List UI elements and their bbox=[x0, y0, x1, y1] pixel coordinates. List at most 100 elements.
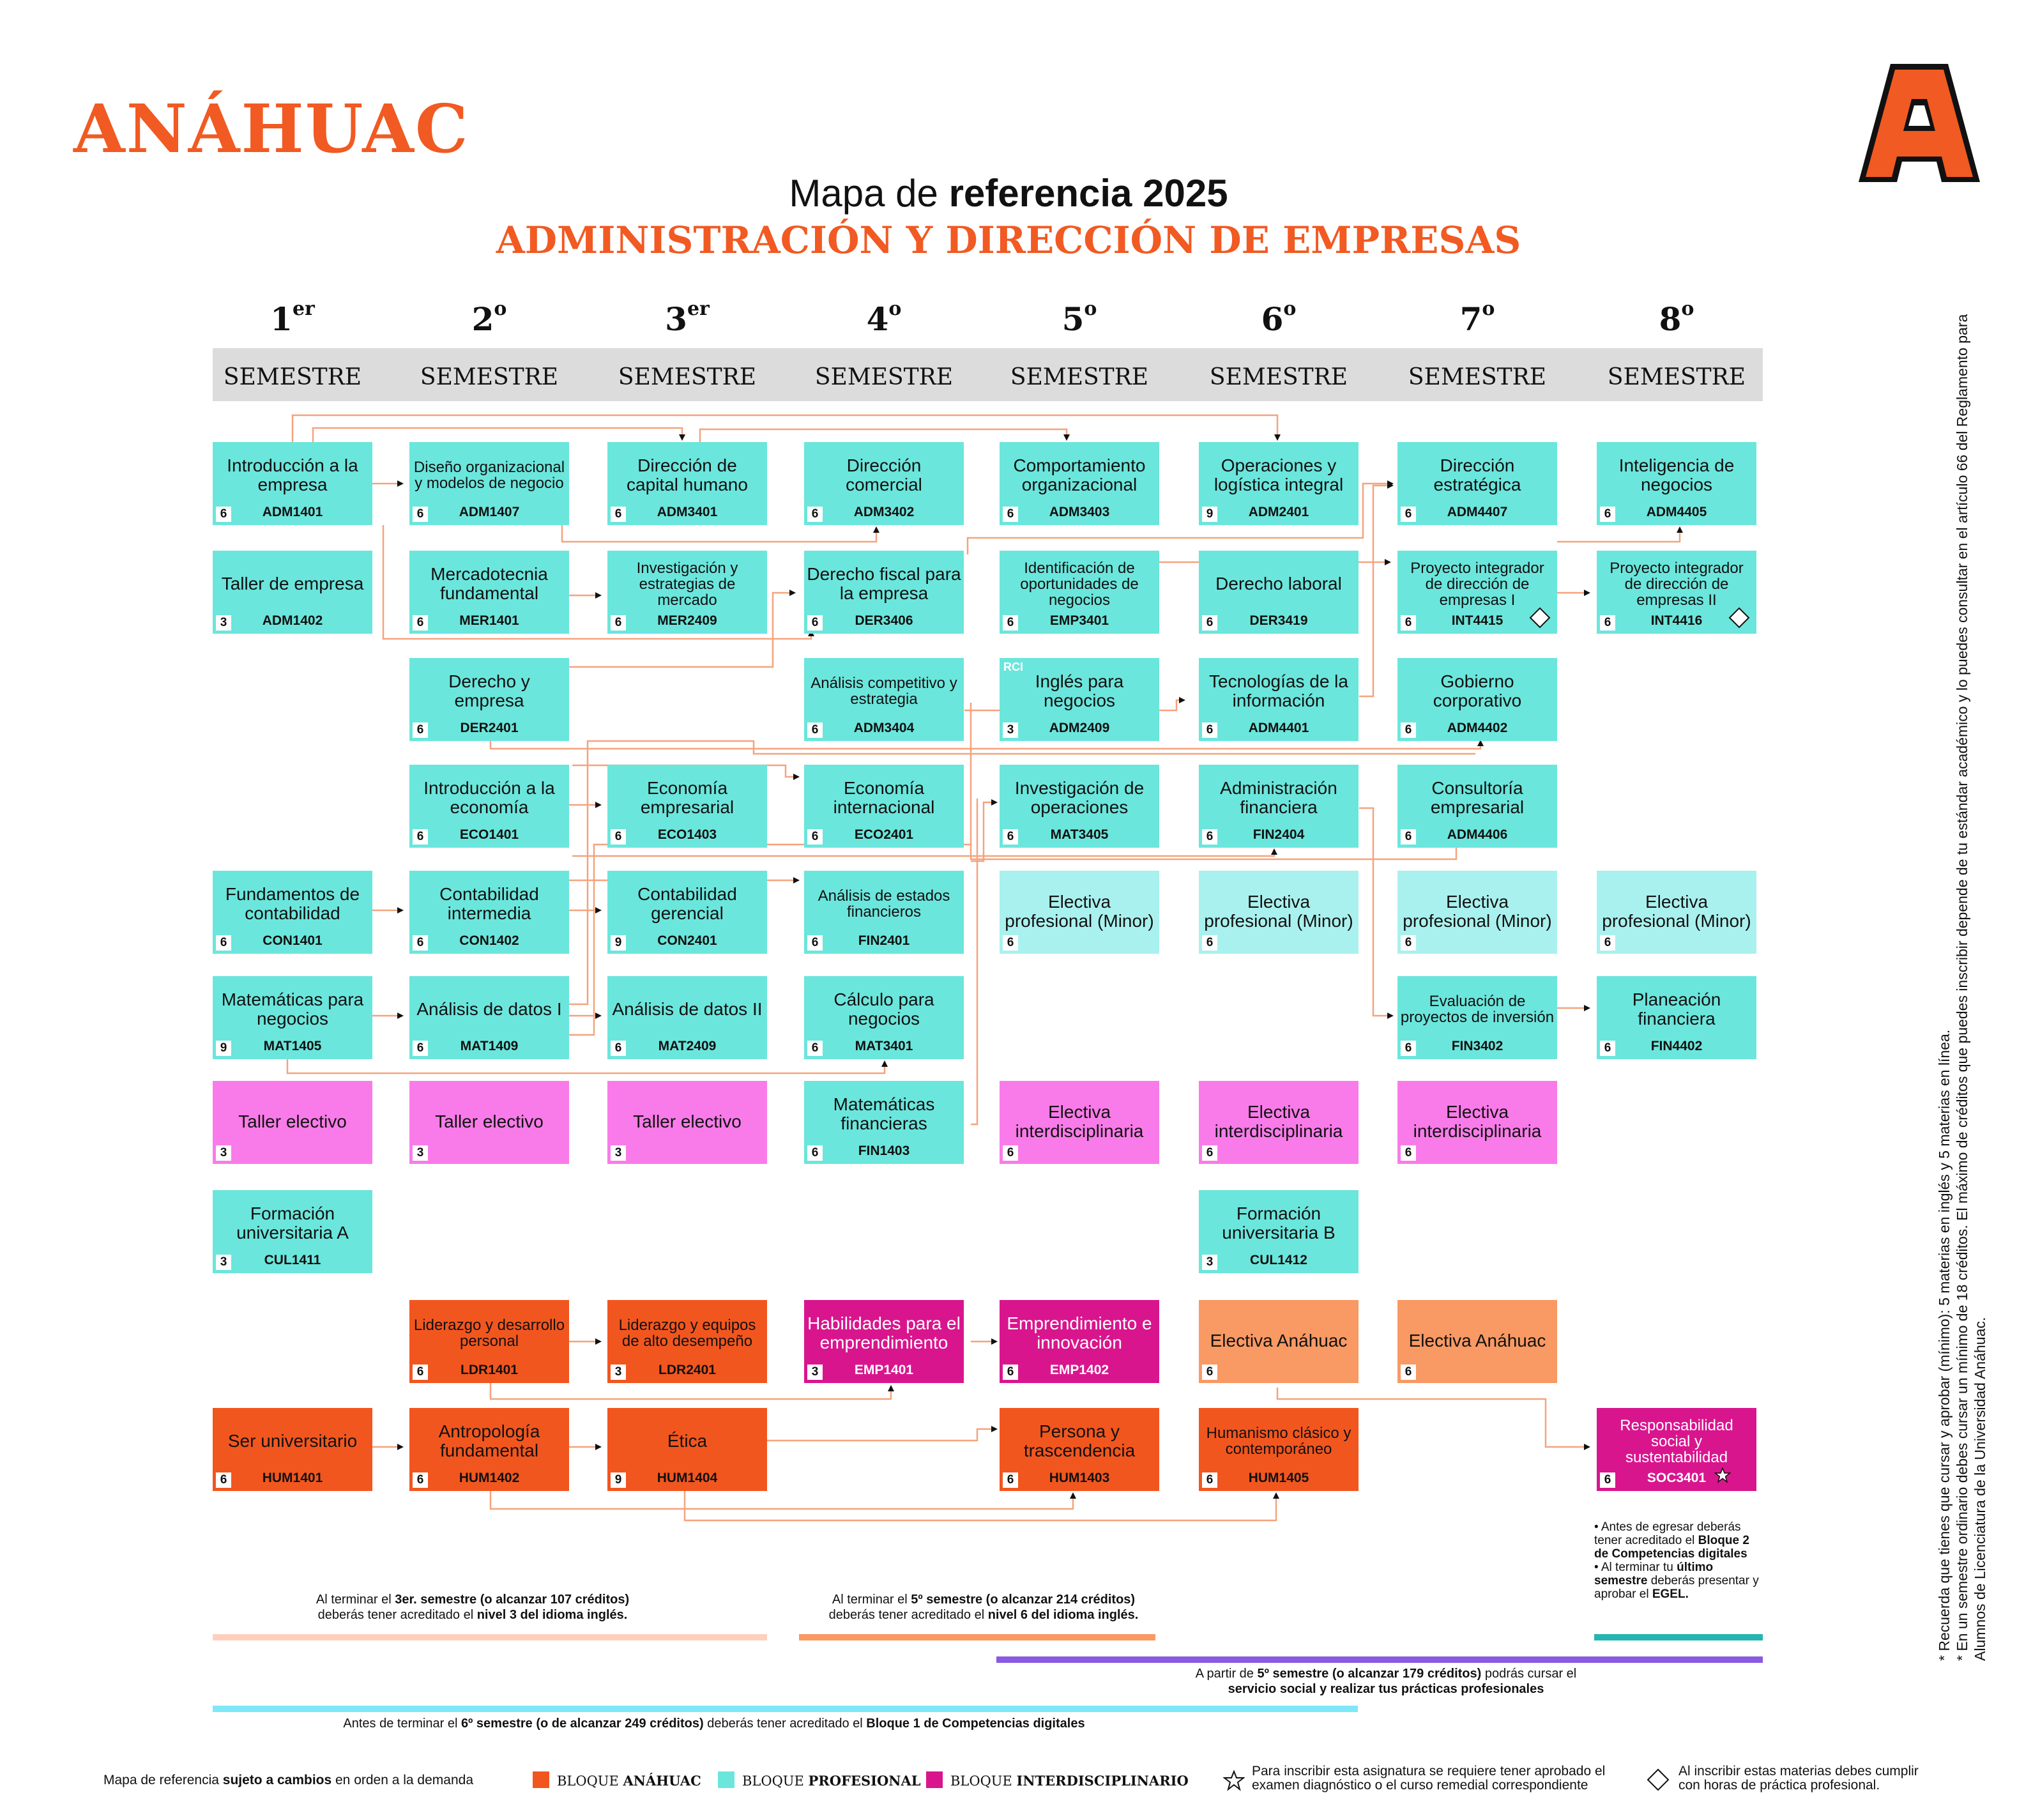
legend-diamond-text: Al inscribir estas materias debes cumpli… bbox=[1678, 1764, 1919, 1793]
course-name: Responsabilidad social y sustentabilidad bbox=[1620, 1416, 1733, 1466]
course-credits: 6 bbox=[413, 935, 428, 951]
course-name: Electiva Anáhuac bbox=[1408, 1331, 1546, 1350]
course-name: Economía internacional bbox=[833, 778, 935, 817]
course-code: CUL1411 bbox=[264, 1253, 321, 1267]
course-soc3401[interactable]: Responsabilidad social y sustentabilidad… bbox=[1597, 1408, 1756, 1491]
course-name: Fundamentos de contabilidad bbox=[225, 884, 360, 923]
course-credits: 6 bbox=[1202, 723, 1217, 738]
course-electiva-profesional-minor-7[interactable]: Electiva profesional (Minor)6 bbox=[1397, 871, 1557, 954]
semester-number-7: 7o bbox=[1459, 298, 1495, 338]
course-credits: 6 bbox=[611, 615, 626, 631]
semester-label-5: SEMESTRE bbox=[1010, 364, 1149, 390]
course-electiva-profesional-minor-8[interactable]: Electiva profesional (Minor)6 bbox=[1597, 871, 1756, 954]
course-code: ADM3403 bbox=[1049, 505, 1110, 519]
line-adm4401-adm4407 bbox=[1359, 482, 1394, 698]
line-mat1405-mat3401 bbox=[286, 1057, 888, 1074]
course-name: Matemáticas financieras bbox=[833, 1094, 935, 1133]
note-idioma-nivel-6: Al terminar el 5º semestre (o alcanzar 2… bbox=[828, 1593, 1139, 1622]
course-credits: 6 bbox=[1003, 507, 1018, 522]
course-adm1407[interactable]: Diseño organizacional y modelos de negoc… bbox=[409, 442, 569, 525]
course-credits: 6 bbox=[611, 507, 626, 522]
course-name: Persona y trascendencia bbox=[1023, 1421, 1136, 1460]
course-code: ADM4407 bbox=[1447, 505, 1508, 519]
semester-label-1: SEMESTRE bbox=[223, 364, 362, 390]
line-der2401-der3406 bbox=[568, 590, 796, 668]
course-name: Formación universitaria B bbox=[1222, 1204, 1336, 1243]
line-adm1401-top bbox=[291, 414, 1281, 442]
course-name: Taller de empresa bbox=[221, 574, 364, 593]
course-code: ADM3401 bbox=[657, 505, 718, 519]
course-code: ADM1407 bbox=[459, 505, 520, 519]
course-credits: 9 bbox=[1202, 507, 1217, 522]
course-credits: 6 bbox=[413, 1365, 428, 1380]
course-int4415[interactable]: Proyecto integrador de dirección de empr… bbox=[1397, 551, 1557, 634]
course-electiva-profesional-minor-6[interactable]: Electiva profesional (Minor)6 bbox=[1199, 871, 1359, 954]
course-electiva-profesional-minor-5[interactable]: Electiva profesional (Minor)6 bbox=[1000, 871, 1159, 954]
course-name: Economía empresarial bbox=[640, 778, 734, 817]
course-int4416[interactable]: Proyecto integrador de dirección de empr… bbox=[1597, 551, 1756, 634]
course-code: ECO1403 bbox=[657, 827, 717, 842]
course-credits: 6 bbox=[1202, 1472, 1217, 1488]
course-name: Electiva interdisciplinaria bbox=[1015, 1102, 1144, 1141]
line-hum1405-soc3401 bbox=[1276, 1388, 1590, 1450]
course-name: Diseño organizacional y modelos de negoc… bbox=[413, 459, 565, 492]
course-credits: 3 bbox=[413, 1145, 428, 1161]
course-emp3401[interactable]: Identificación de oportunidades de negoc… bbox=[1000, 551, 1159, 634]
course-credits: 6 bbox=[413, 829, 428, 845]
course-code: ADM1402 bbox=[262, 613, 323, 628]
